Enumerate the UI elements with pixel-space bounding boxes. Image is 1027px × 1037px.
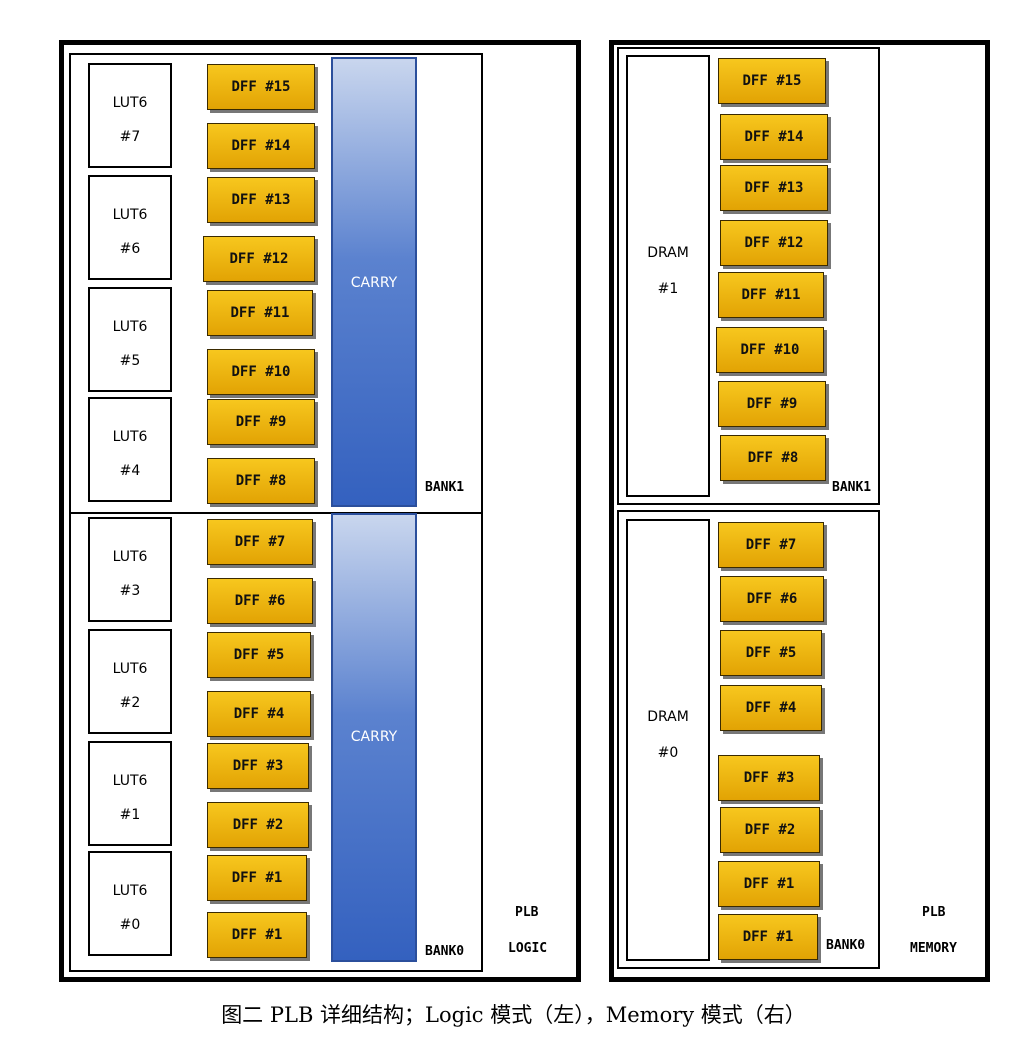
lut6-3: LUT6#3 (88, 517, 172, 622)
mem-dff-1b: DFF #1 (718, 914, 818, 960)
logic-dff-9: DFF #9 (207, 399, 315, 445)
mem-dff-11: DFF #11 (718, 272, 824, 318)
mem-dff-2: DFF #2 (720, 807, 820, 853)
mem-dff-14: DFF #14 (720, 114, 828, 160)
lut6-4: LUT6#4 (88, 397, 172, 502)
logic-dff-7: DFF #7 (207, 519, 313, 565)
figure-caption: 图二 PLB 详细结构；Logic 模式（左），Memory 模式（右） (221, 1003, 806, 1027)
logic-dff-11: DFF #11 (207, 290, 313, 336)
logic-dff-5: DFF #5 (207, 632, 311, 678)
mem-dff-13: DFF #13 (720, 165, 828, 211)
logic-dff-2: DFF #2 (207, 802, 309, 848)
lut6-1: LUT6#1 (88, 741, 172, 846)
logic-dff-1b: DFF #1 (207, 912, 307, 958)
logic-mode-label: LOGIC (508, 941, 548, 956)
lut6-2: LUT6#2 (88, 629, 172, 734)
lut6-5: LUT6#5 (88, 287, 172, 392)
mem-dff-9: DFF #9 (718, 381, 826, 427)
mem-dff-7: DFF #7 (718, 522, 824, 568)
mem-dff-8: DFF #8 (720, 435, 826, 481)
mem-dff-5: DFF #5 (720, 630, 822, 676)
lut6-0: LUT6#0 (88, 851, 172, 956)
logic-bank0-label: BANK0 (425, 944, 465, 959)
carry-chain-bank0: CARRY (331, 513, 417, 962)
logic-dff-8: DFF #8 (207, 458, 315, 504)
memory-bank1-label: BANK1 (832, 480, 872, 495)
logic-dff-6: DFF #6 (207, 578, 313, 624)
logic-dff-10: DFF #10 (207, 349, 315, 395)
memory-mode-label: MEMORY (910, 941, 957, 956)
logic-dff-4: DFF #4 (207, 691, 311, 737)
mem-dff-12: DFF #12 (720, 220, 828, 266)
memory-bank0-label: BANK0 (826, 938, 866, 953)
memory-plb-label: PLB (922, 905, 946, 920)
dram-0: DRAM#0 (626, 519, 710, 961)
mem-dff-3: DFF #3 (718, 755, 820, 801)
logic-dff-3: DFF #3 (207, 743, 309, 789)
logic-dff-12: DFF #12 (203, 236, 315, 282)
mem-dff-6: DFF #6 (720, 576, 824, 622)
logic-dff-13: DFF #13 (207, 177, 315, 223)
mem-dff-1a: DFF #1 (718, 861, 820, 907)
logic-dff-15: DFF #15 (207, 64, 315, 110)
mem-dff-15: DFF #15 (718, 58, 826, 104)
lut6-7: LUT6#7 (88, 63, 172, 168)
logic-dff-14: DFF #14 (207, 123, 315, 169)
lut6-6: LUT6#6 (88, 175, 172, 280)
logic-dff-1a: DFF #1 (207, 855, 307, 901)
mem-dff-4: DFF #4 (720, 685, 822, 731)
carry-chain-bank1: CARRY (331, 57, 417, 507)
dram-1: DRAM#1 (626, 55, 710, 497)
logic-plb-label: PLB (515, 905, 539, 920)
logic-bank1-label: BANK1 (425, 480, 465, 495)
mem-dff-10: DFF #10 (716, 327, 824, 373)
